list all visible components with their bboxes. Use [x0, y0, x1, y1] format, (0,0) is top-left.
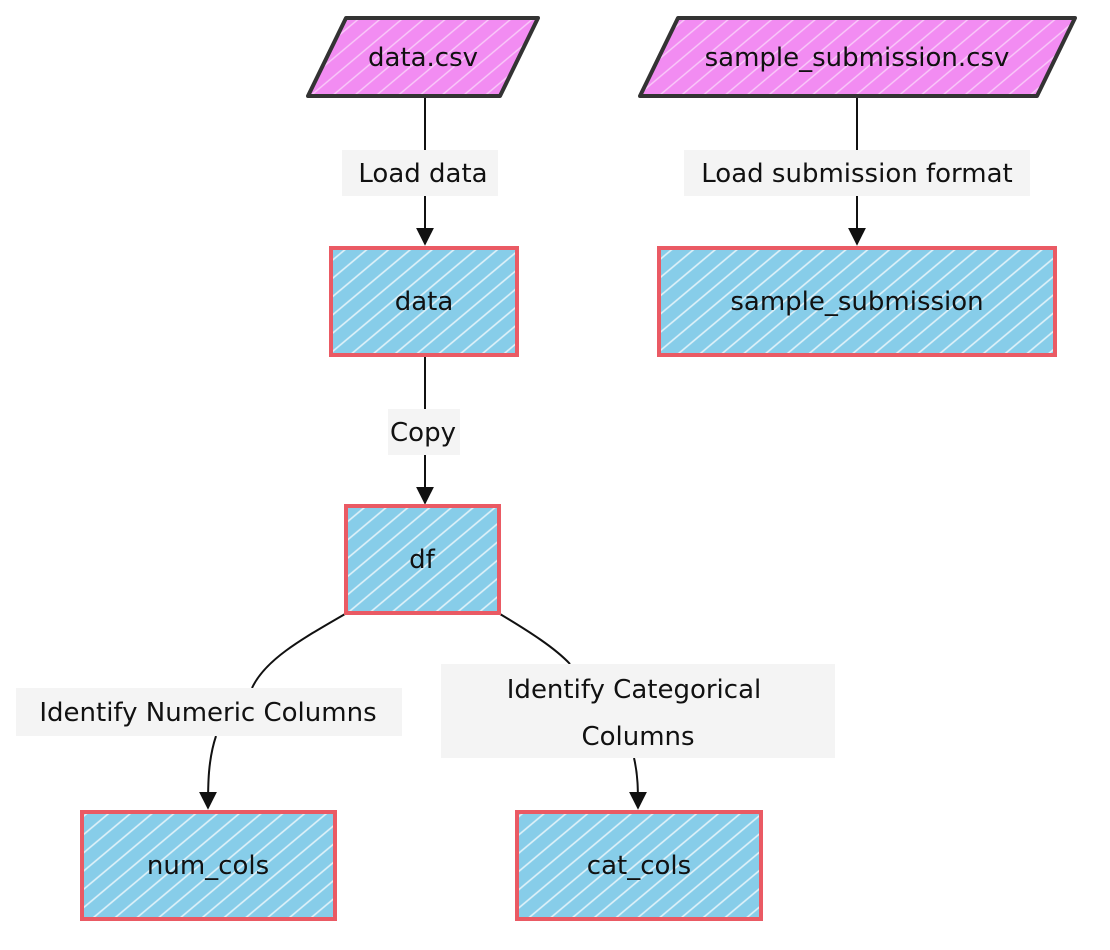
node-num-cols-shape: [80, 810, 337, 921]
edge-load-submission-label: Load submission format: [701, 159, 1012, 189]
node-data-csv: data.csv: [306, 16, 540, 98]
node-df-label: df: [409, 545, 436, 575]
edge-numeric-label: Identify Numeric Columns: [39, 698, 376, 728]
edge-numeric-label-bg: [16, 688, 402, 736]
node-cat-cols: cat_cols: [515, 810, 763, 921]
node-sample-submission-csv-shape: [638, 16, 1077, 98]
node-df-shape: [344, 504, 501, 615]
edge-load-submission: Load submission format: [684, 97, 1030, 246]
node-sample-submission: sample_submission: [657, 246, 1057, 357]
node-data-shape: [329, 246, 519, 357]
edge-copy: Copy: [388, 357, 460, 505]
node-cat-cols-label: cat_cols: [587, 851, 691, 881]
node-data: data: [329, 246, 519, 357]
edge-categorical-label-line1: Identify Categorical: [507, 675, 761, 705]
edge-categorical-label-line2: Columns: [581, 722, 694, 752]
edge-categorical-line-top: [499, 613, 571, 665]
edge-categorical: Identify Categorical Columns: [441, 613, 835, 810]
node-cat-cols-shape: [515, 810, 763, 921]
node-sample-submission-shape: [657, 246, 1057, 357]
edge-numeric-line-top: [251, 613, 346, 689]
edge-load-submission-label-bg: [684, 150, 1030, 196]
edge-categorical-line-bottom: [628, 757, 647, 810]
node-data-csv-shape: [306, 16, 540, 98]
node-num-cols: num_cols: [80, 810, 337, 921]
edge-copy-label-bg: [388, 409, 460, 455]
edge-copy-label: Copy: [390, 418, 456, 448]
node-data-label: data: [395, 287, 454, 317]
edge-numeric-line-bottom: [199, 735, 218, 810]
node-df: df: [344, 504, 501, 615]
edge-load-data: Load data: [342, 97, 498, 246]
node-sample-submission-csv-label: sample_submission.csv: [705, 43, 1010, 73]
node-sample-submission-label: sample_submission: [730, 287, 983, 317]
node-data-csv-label: data.csv: [368, 43, 478, 73]
edge-load-data-label: Load data: [358, 159, 487, 189]
node-num-cols-label: num_cols: [147, 851, 269, 881]
edge-load-data-label-bg: [342, 150, 498, 196]
edge-categorical-label-bg: [441, 664, 835, 758]
node-sample-submission-csv: sample_submission.csv: [638, 16, 1077, 98]
edge-numeric: Identify Numeric Columns: [16, 613, 402, 810]
